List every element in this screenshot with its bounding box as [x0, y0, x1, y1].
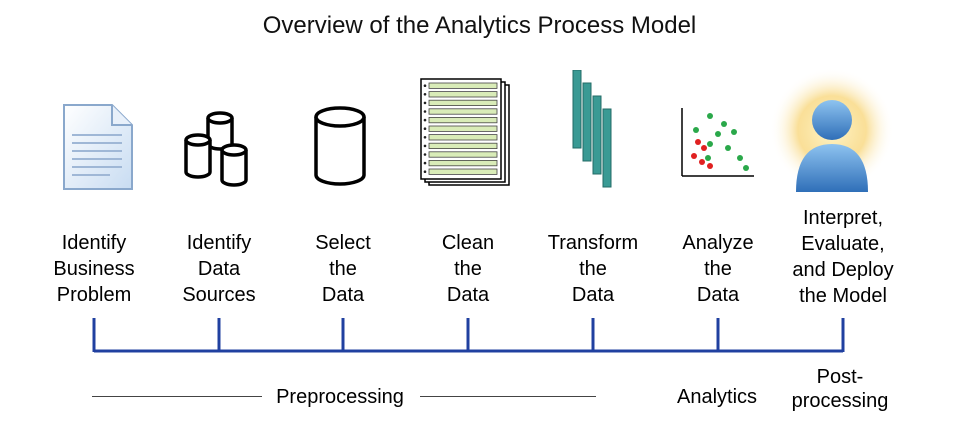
person-glow-icon — [770, 68, 894, 192]
diagram-title: Overview of the Analytics Process Model — [262, 12, 697, 39]
phase-preprocessing: Preprocessing — [276, 386, 404, 408]
step-label-3: Select the Data — [315, 232, 371, 306]
step-label-2: Identify Data Sources — [182, 232, 256, 306]
scatter-plot-icon — [681, 108, 754, 177]
database-icon — [314, 106, 366, 186]
step-label-6: Analyze the Data — [682, 232, 754, 306]
step-label-4: Clean the Data — [441, 232, 495, 306]
preprocessing-rule-right — [420, 396, 596, 397]
data-table-stack-icon — [420, 78, 510, 186]
database-cluster-icon — [184, 111, 248, 187]
step-label-7: Interpret, Evaluate, and Deploy the Mode… — [792, 207, 894, 307]
table-rows — [423, 82, 498, 175]
document-icon — [63, 104, 133, 190]
preprocessing-rule-left — [92, 396, 262, 397]
phase-analytics: Analytics — [676, 386, 758, 408]
step-label-1: Identify Business Problem — [53, 232, 135, 306]
step-label-5: Transform the Data — [547, 232, 639, 306]
transform-bars-icon — [572, 70, 612, 188]
phase-postprocessing: Post- processing — [791, 366, 889, 412]
